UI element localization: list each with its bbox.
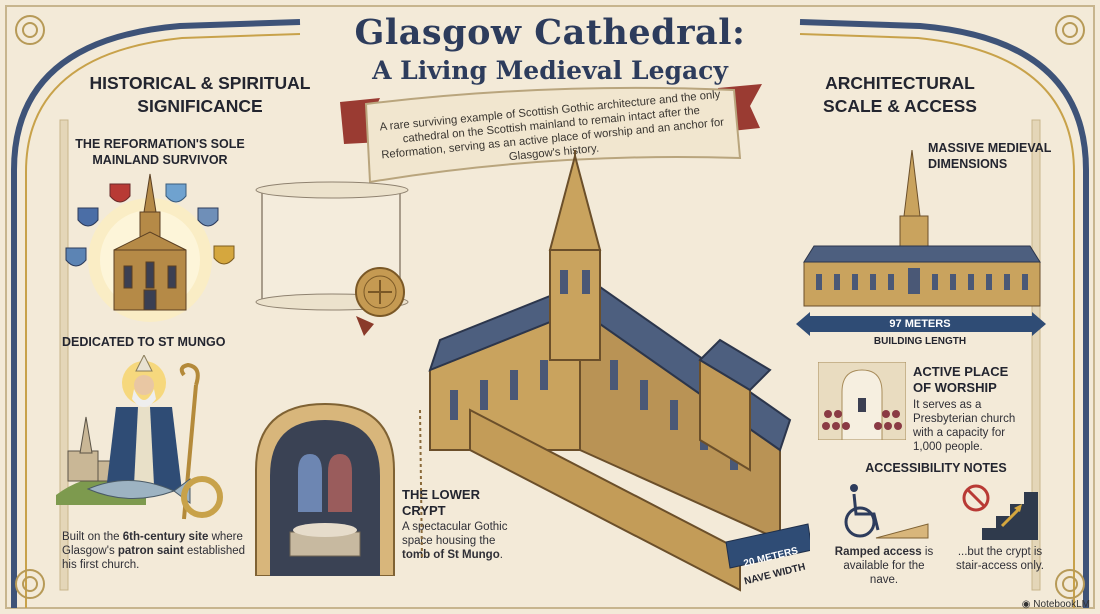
wheelchair-ramp-icon [844, 484, 929, 539]
worship-title: ACTIVE PLACE OF WORSHIP [913, 364, 1009, 395]
mungo-text: Built on the 6th-century site where Glas… [62, 531, 246, 571]
scroll-illustration [255, 181, 409, 336]
crypt-illustration [255, 402, 395, 576]
reformation-title: THE REFORMATION'S SOLE MAINLAND SURVIVOR [75, 137, 245, 167]
dimensions-title: MASSIVE MEDIEVAL DIMENSIONS [928, 141, 1052, 171]
no-wheelchair-icon [962, 484, 990, 512]
page-subtitle: A Living Medieval Legacy [372, 56, 728, 85]
page-title: Glasgow Cathedral: [354, 12, 746, 53]
accessibility-title: ACCESSIBILITY NOTES [865, 461, 1007, 475]
congregation-icon [822, 410, 902, 430]
church-shields-illustration [65, 173, 235, 322]
length-arrow [796, 312, 1046, 336]
mungo-title: DEDICATED TO ST MUNGO [62, 335, 226, 349]
brand-logo: ◉ NotebookLM [1021, 599, 1090, 610]
church-icon [113, 173, 187, 311]
length-value: 97 METERS [889, 318, 951, 330]
right-heading: ARCHITECTURAL SCALE & ACCESS [823, 73, 977, 116]
notebooklm-icon: ◉ [1021, 599, 1034, 610]
nave-width-arrow [725, 523, 810, 569]
shield-icon [65, 183, 235, 267]
stained-glass-window-icon [298, 454, 352, 512]
stairs-no-access-icon [962, 484, 1038, 540]
length-label: BUILDING LENGTH [873, 336, 967, 347]
ramp-text: Ramped access is available for the nave. [834, 546, 934, 586]
cathedral-illustration [419, 150, 810, 592]
crypt-text: A spectacular Gothic space housing the t… [402, 521, 508, 561]
st-mungo-illustration [56, 355, 223, 520]
left-heading: HISTORICAL & SPIRITUAL SIGNIFICANCE [89, 73, 311, 116]
crypt-access-text: ...but the crypt is stair-access only. [956, 546, 1044, 572]
side-elevation-illustration [803, 150, 1041, 307]
tomb-icon [289, 523, 361, 557]
celtic-knot-icon [15, 15, 1085, 599]
worship-text: It serves as a Presbyterian church with … [913, 399, 1016, 453]
wax-seal-icon [355, 267, 405, 336]
worship-interior-illustration [818, 362, 906, 440]
ring-icon [181, 476, 223, 518]
ribbon-banner [340, 84, 762, 184]
